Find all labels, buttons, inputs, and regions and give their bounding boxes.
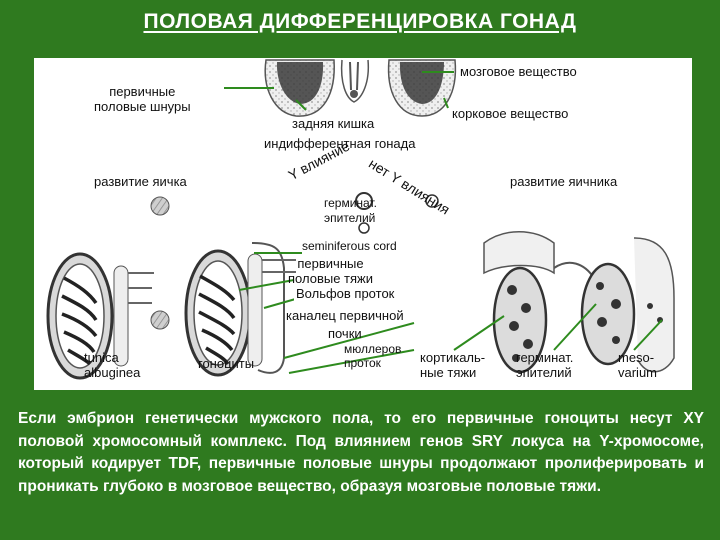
label-primary-strands-line1: первичные xyxy=(288,256,373,271)
label-cortical-strands: кортикаль- ные тяжи xyxy=(420,350,485,380)
label-mullerian-line2: проток xyxy=(344,356,401,370)
label-tunica-line2: albuginea xyxy=(84,365,140,380)
label-tunica-albuginea: tunica albuginea xyxy=(84,350,140,380)
label-cortex: корковое вещество xyxy=(452,106,568,121)
label-tunica-line1: tunica xyxy=(84,350,140,365)
label-mullerian-duct: мюллеров проток xyxy=(344,342,401,370)
label-germinal-center-line1: герминат. xyxy=(324,196,377,211)
label-primary-kidney-line2: почки xyxy=(286,326,404,341)
label-testis-development: развитие яичка xyxy=(94,174,187,189)
label-hindgut: задняя кишка xyxy=(292,116,374,131)
label-medulla: мозговое вещество xyxy=(458,64,579,79)
label-mesovarium-line2: varium xyxy=(618,365,657,380)
label-mesovarium-line1: meso- xyxy=(618,350,657,365)
label-primary-kidney-line1b: ец первичной xyxy=(321,308,403,323)
label-mullerian-line1: мюллеров xyxy=(344,342,401,356)
label-germinal-epithelium-center: герминат. эпителий xyxy=(324,196,377,226)
label-primary-kidney-canal: каналец первичной почки xyxy=(286,308,404,341)
indifferent-gonad-illustration xyxy=(265,60,455,116)
label-primary-strands-line2: половые тяжи xyxy=(288,271,373,286)
label-primary-cords-line2: половые шнуры xyxy=(94,99,191,114)
label-cortical-line2: ные тяжи xyxy=(420,365,485,380)
diagram-panel: первичные половые шнуры мозговое веществ… xyxy=(34,58,692,390)
label-ovary-development: развитие яичника xyxy=(510,174,617,189)
label-primary-strands: первичные половые тяжи xyxy=(288,256,373,286)
label-gonocytes: гоноциты xyxy=(198,356,254,371)
label-germinal-line2: эпителий xyxy=(516,365,573,380)
label-cortical-line1: кортикаль- xyxy=(420,350,485,365)
page-title: ПОЛОВАЯ ДИФФЕРЕНЦИРОВКА ГОНАД xyxy=(0,10,720,34)
label-wolffian-duct: Вольфов проток xyxy=(294,286,396,301)
label-germinal-epithelium: герминат. эпителий xyxy=(516,350,573,380)
label-primary-cords-line1: первичные xyxy=(94,84,191,99)
label-seminiferous-cord: seminiferous cord xyxy=(302,239,397,254)
description-text: Если эмбрион генетически мужского пола, … xyxy=(18,408,704,498)
label-primary-cords: первичные половые шнуры xyxy=(94,84,191,114)
label-germinal-line1: герминат. xyxy=(516,350,573,365)
label-primary-kidney-line1a: канал xyxy=(286,308,321,323)
label-mesovarium: meso- varium xyxy=(618,350,657,380)
label-germinal-center-line2: эпителий xyxy=(324,211,377,226)
